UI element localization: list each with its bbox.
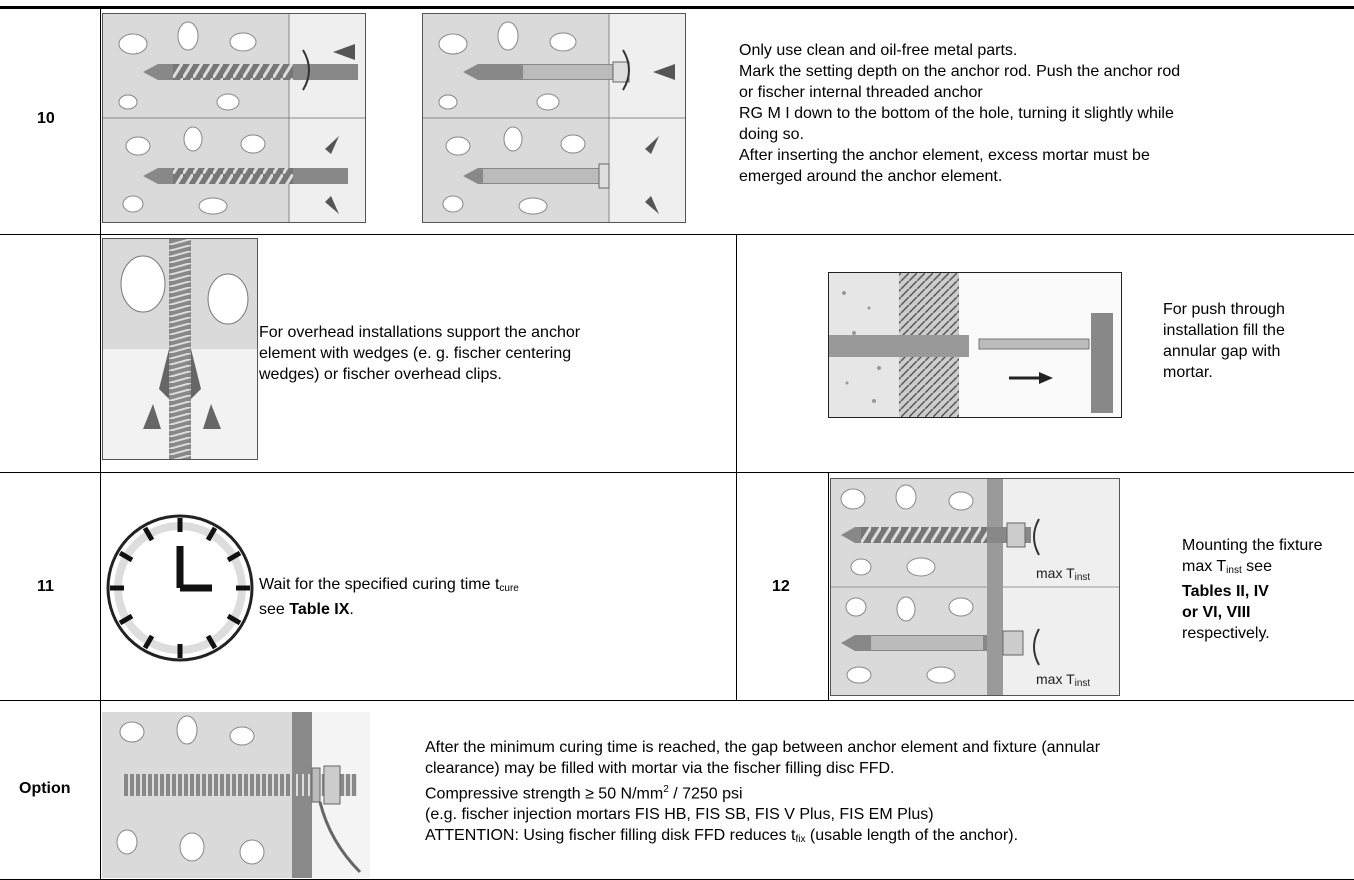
step-number: 10 (37, 110, 55, 127)
clock-icon (104, 510, 256, 666)
step-10-instructions: Only use clean and oil-free metal parts.… (739, 40, 1339, 187)
instruction-line: doing so. (739, 126, 804, 143)
instruction-line: mortar. (1163, 364, 1213, 381)
filling-disc-figure (102, 712, 370, 878)
instruction-line: For push through (1163, 301, 1285, 318)
step-12-instructions: Mounting the fixture max Tinst see Table… (1182, 535, 1352, 644)
overhead-instructions: For overhead installations support the a… (259, 322, 729, 385)
attention-line: ATTENTION: Using fischer filling disk FF… (425, 827, 1019, 846)
instruction-line: clearance) may be filled with mortar via… (425, 760, 895, 777)
instruction-line: annular gap with (1163, 343, 1281, 360)
step-number: 12 (772, 578, 790, 595)
option-label: Option (19, 780, 71, 797)
instruction-line: (e.g. fischer injection mortars FIS HB, … (425, 806, 934, 824)
push-through-installation-figure (828, 272, 1122, 418)
table-reference: or VI, VIII (1182, 604, 1251, 621)
row-divider (0, 472, 1354, 473)
instruction-line: For overhead installations support the a… (259, 324, 581, 341)
table-top-border (0, 6, 1354, 9)
instruction-line: emerged around the anchor element. (739, 168, 1003, 185)
step-number: 11 (37, 578, 54, 595)
row-divider (0, 234, 1354, 235)
fixture-mounting-figure: max Tinst max Tinst (830, 478, 1120, 696)
table-reference-line: see Table IX. (259, 601, 354, 618)
instruction-line: After inserting the anchor element, exce… (739, 147, 1150, 164)
instruction-line: RG M I down to the bottom of the hole, t… (739, 105, 1174, 122)
step-11-instructions: Wait for the specified curing time tcure… (259, 574, 729, 620)
instruction-line: After the minimum curing time is reached… (425, 739, 1101, 756)
table-reference: Tables II, IV (1182, 583, 1269, 600)
instruction-line: Only use clean and oil-free metal parts. (739, 42, 1018, 59)
internal-threaded-anchor-figure (422, 13, 686, 223)
compressive-strength-line: Compressive strength ≥ 50 N/mm2 / 7250 p… (425, 784, 743, 803)
overhead-installation-figure (102, 238, 258, 460)
torque-label: max Tinst (1036, 565, 1091, 583)
torque-label: max Tinst (1036, 671, 1091, 689)
row-divider (0, 700, 1354, 701)
instruction-line: element with wedges (e. g. fischer cente… (259, 345, 572, 362)
column-divider (828, 472, 829, 700)
instruction-line: installation fill the (1163, 322, 1285, 339)
column-divider (736, 234, 737, 700)
curing-time-line: Wait for the specified curing time tcure (259, 576, 519, 594)
label-column-divider (100, 9, 101, 880)
option-instructions: After the minimum curing time is reached… (425, 737, 1345, 850)
instruction-line: Mark the setting depth on the anchor rod… (739, 63, 1181, 80)
anchor-rod-insertion-figure (102, 13, 366, 223)
instruction-line: or fischer internal threaded anchor (739, 84, 983, 101)
instruction-line: wedges) or fischer overhead clips. (259, 366, 502, 383)
instruction-line: respectively. (1182, 625, 1270, 642)
instruction-line: Mounting the fixture (1182, 537, 1323, 554)
torque-line: max Tinst see (1182, 558, 1272, 576)
push-through-instructions: For push through installation fill the a… (1163, 299, 1343, 383)
